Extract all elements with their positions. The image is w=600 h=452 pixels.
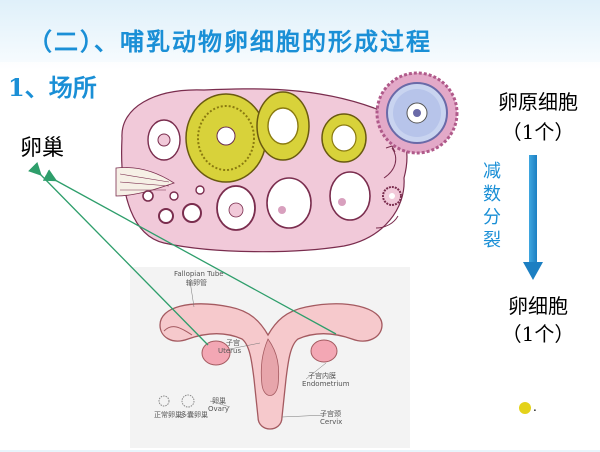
polycystic-ovary-label: 多囊卵巢	[180, 410, 208, 419]
ovary-section-illustration	[115, 88, 408, 253]
egg-cell-label: 卵细胞	[508, 294, 568, 318]
meiosis-char: 减	[483, 161, 501, 182]
title-band	[0, 0, 600, 62]
egg-cell-count: （1个）	[501, 322, 575, 346]
meiosis-char: 裂	[483, 230, 501, 251]
oogonium-count: （1个）	[501, 120, 575, 144]
reproductive-tract-diagram: Fallopian Tube 输卵管 子宫 Uterus 子宫内膜 Endome…	[154, 270, 383, 430]
ovary-label: 卵巢	[20, 136, 65, 161]
normal-ovary-label: 正常卵巢	[154, 410, 182, 419]
ovary-cn-label: 卵巢	[212, 396, 226, 405]
cervix-en-label: Cervix	[320, 418, 342, 426]
released-oocyte-illustration	[375, 71, 459, 155]
uterus-en-label: Uterus	[218, 347, 241, 355]
endometrium-cn-label: 子宫内膜	[308, 371, 336, 380]
process-arrow-shaft	[529, 155, 537, 265]
process-arrow-head	[523, 262, 543, 280]
ovary-en-label: Ovary	[208, 405, 229, 413]
page-title: （二）、哺乳动物卵细胞的形成过程	[28, 28, 432, 56]
meiosis-label: 减 数 分 裂	[480, 160, 504, 252]
fallopian-tube-cn-label: 输卵管	[186, 278, 207, 287]
cervix-cn-label: 子宫颈	[320, 409, 341, 418]
section-heading: 1、场所	[8, 73, 97, 102]
reproductive-tract-panel: Fallopian Tube 输卵管 子宫 Uterus 子宫内膜 Endome…	[130, 267, 410, 448]
bullet-dot	[519, 402, 531, 414]
fallopian-tube-en-label: Fallopian Tube	[174, 270, 224, 278]
uterus-cn-label: 子宫	[226, 338, 240, 347]
trailing-period: .	[533, 400, 537, 414]
endometrium-en-label: Endometrium	[302, 380, 350, 388]
meiosis-char: 数	[483, 184, 501, 205]
meiosis-char: 分	[483, 207, 501, 228]
oogonium-label: 卵原细胞	[498, 90, 578, 114]
